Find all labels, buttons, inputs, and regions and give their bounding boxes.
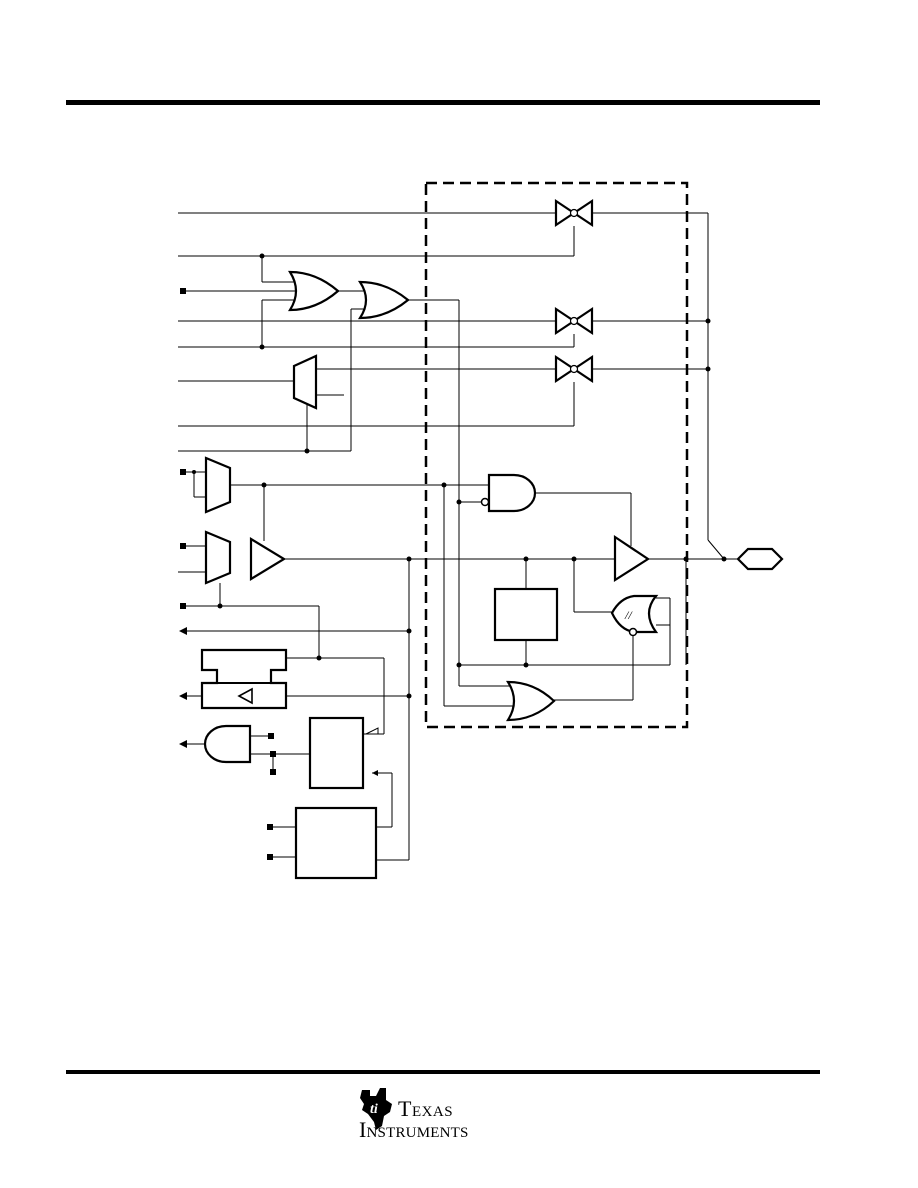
arrow-left-2: [179, 692, 187, 700]
arrow-left-1: [179, 627, 187, 635]
arrow-left-3: [179, 740, 187, 748]
nand-gate: [487, 473, 537, 513]
dashed-boundary: [424, 181, 689, 729]
brand-line-2: Instruments: [359, 1117, 469, 1142]
texas-instruments-logo: ti Texas Instruments: [356, 1086, 526, 1146]
or-gate-3: [506, 680, 556, 722]
transmission-gate-2: [554, 306, 594, 336]
mux-b: [204, 530, 232, 585]
latch-triangle-icon: [237, 687, 253, 705]
transmission-gate-3: [554, 354, 594, 384]
bottom-rule: [66, 1070, 820, 1074]
block-bottom: [294, 806, 378, 880]
io-pad-icon: [736, 547, 784, 571]
buffer-input: [249, 537, 287, 581]
block-lower-mid: [308, 716, 365, 790]
and-gate-left: [203, 724, 252, 764]
terminal: [180, 288, 186, 294]
or-gate-1: [288, 270, 340, 312]
mux-a: [204, 456, 232, 514]
svg-text:ti: ti: [370, 1102, 378, 1117]
block-center: [493, 587, 559, 642]
mux-upper: [292, 354, 318, 410]
schmitt-symbol: //: [624, 608, 633, 622]
transmission-gate-1: [554, 198, 594, 228]
brand-line-1: Texas: [398, 1096, 454, 1121]
junction-dot: [259, 253, 265, 259]
or-gate-2: [357, 280, 410, 320]
output-driver: [613, 534, 651, 583]
ti-state-icon: ti: [360, 1088, 392, 1130]
top-rule: [66, 100, 820, 105]
latch-block: [200, 648, 288, 710]
schmitt-gate: [610, 594, 659, 634]
